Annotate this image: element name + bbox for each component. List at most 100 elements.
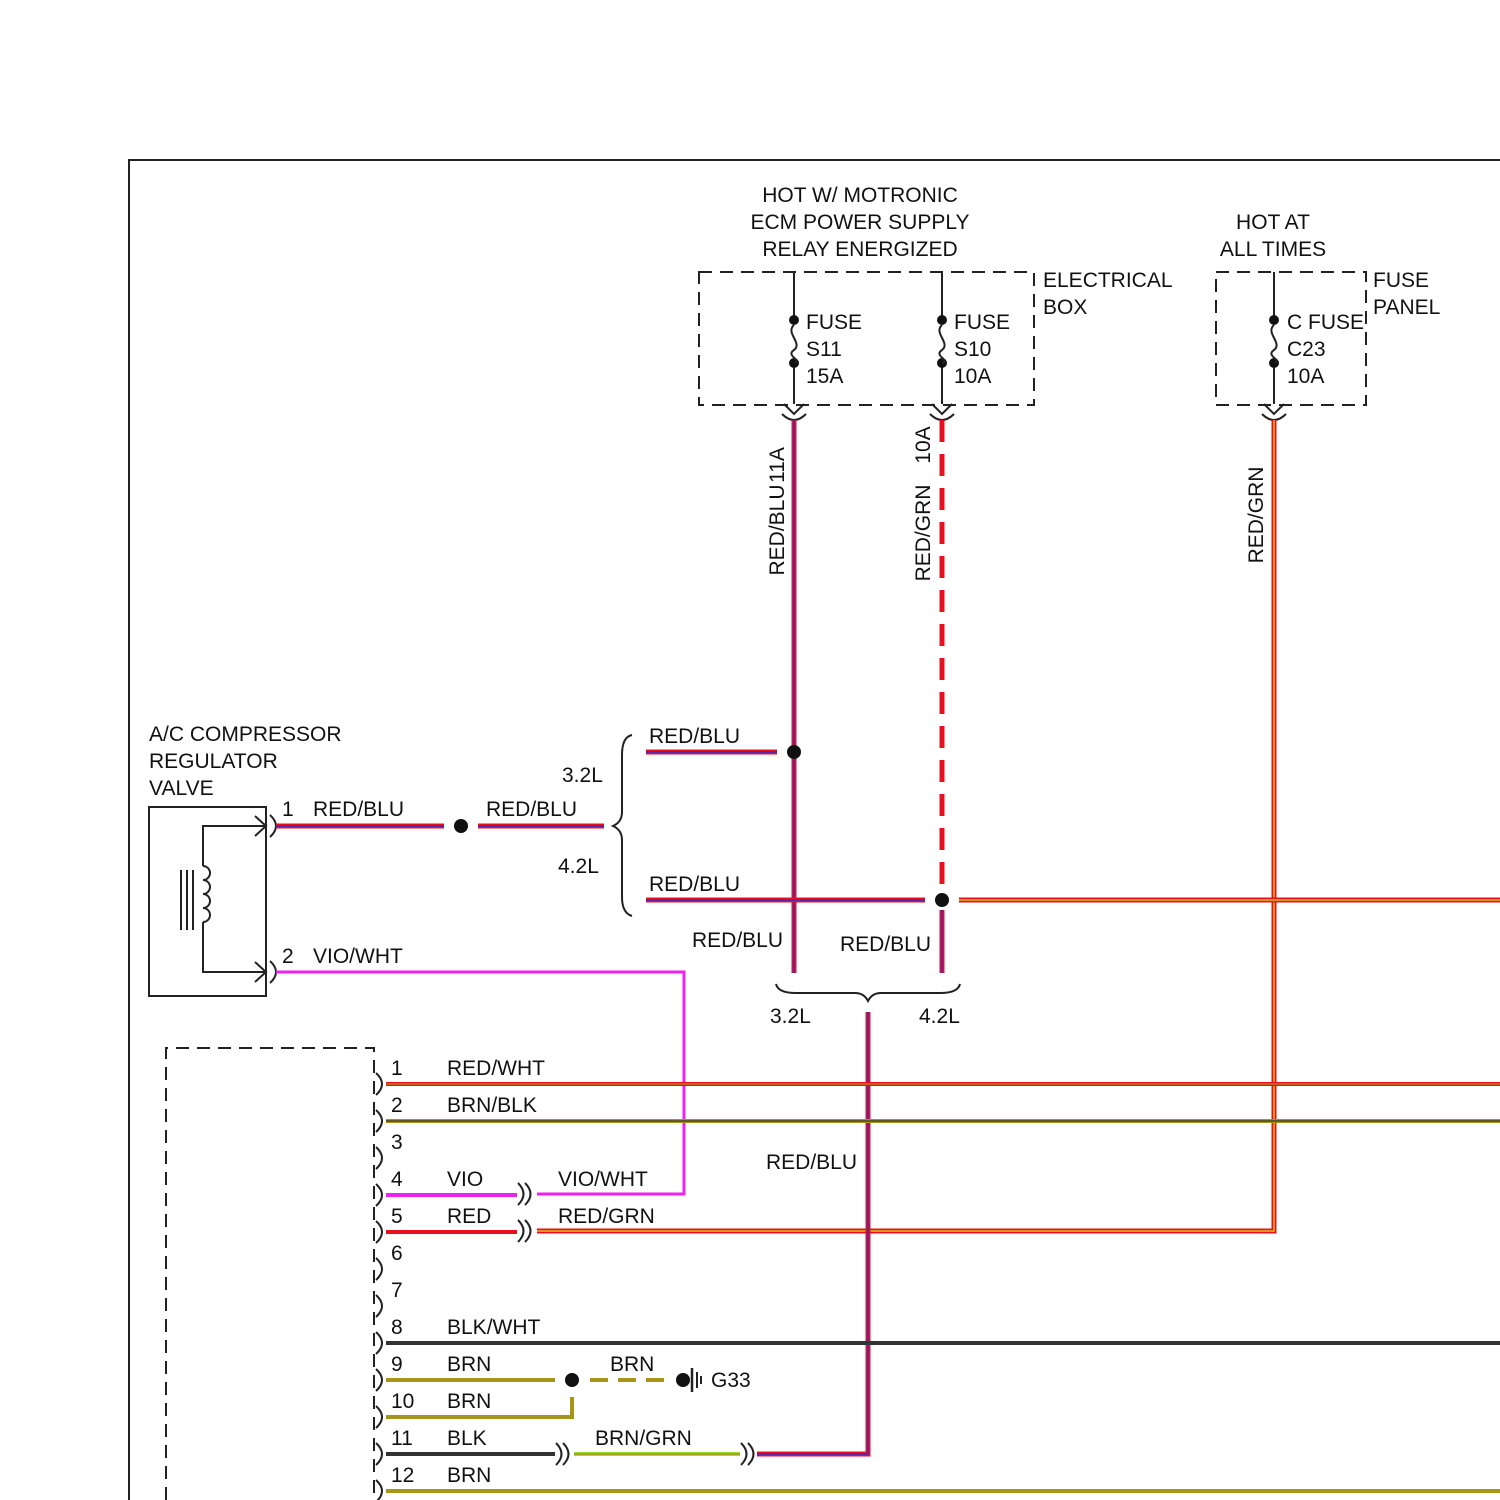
- svg-text:HOT AT: HOT AT: [1236, 211, 1310, 234]
- svg-text:RED/GRN: RED/GRN: [912, 485, 935, 582]
- connector-pin-2-number: 2: [391, 1094, 403, 1117]
- wire-down-42-label: RED/BLU: [840, 933, 931, 956]
- solenoid-coil-icon: [181, 816, 266, 982]
- connector-pin-1-receptacle: [376, 1073, 382, 1095]
- fuse-s11-label: FUSE S11 15A: [806, 311, 862, 388]
- connector-pin-1-number: 1: [391, 1057, 403, 1080]
- connector-pin-9-receptacle: [376, 1369, 382, 1391]
- ground-icon: [692, 1368, 701, 1392]
- pin1-number: 1: [282, 798, 294, 821]
- wire-s10-label: RED/GRN: [912, 485, 935, 582]
- svg-text:VALVE: VALVE: [149, 777, 214, 800]
- inline-connector-pin5: [518, 1220, 531, 1242]
- connector-pin-3-receptacle: [376, 1147, 382, 1169]
- terminal-10a-label: 10A: [912, 426, 935, 463]
- regulator-valve-body: [149, 807, 266, 996]
- connector-pin-2-color: BRN/BLK: [447, 1094, 537, 1117]
- svg-text:S11: S11: [806, 338, 842, 361]
- svg-text:RELAY ENERGIZED: RELAY ENERGIZED: [762, 238, 957, 261]
- connector-pin-9-number: 9: [391, 1353, 403, 1376]
- connector-pin-8-number: 8: [391, 1316, 403, 1339]
- connector-pin-4-color: VIO: [447, 1168, 483, 1191]
- connector-pin-4-far-color: VIO/WHT: [558, 1168, 648, 1191]
- connector-pin-7-number: 7: [391, 1279, 403, 1302]
- fuse-s10: [932, 272, 952, 414]
- variant-32-bottom-label: 3.2L: [770, 1005, 811, 1028]
- wire-c23-label: RED/GRN: [1245, 467, 1268, 564]
- variant-brace-bottom: [776, 984, 960, 1001]
- connector-pin-4-number: 4: [391, 1168, 403, 1191]
- svg-text:HOT W/ MOTRONIC: HOT W/ MOTRONIC: [762, 184, 958, 207]
- variant-42-bottom-label: 4.2L: [919, 1005, 960, 1028]
- terminal-11a-label: 11A: [766, 447, 789, 483]
- connector-pin-11-color: BLK: [447, 1427, 487, 1450]
- connector-pin-5-receptacle: [376, 1221, 382, 1243]
- fuse-c23-label: C FUSE C23 10A: [1287, 311, 1364, 388]
- variant-brace-left: [613, 735, 632, 916]
- ground-label: G33: [711, 1369, 751, 1392]
- pin1-receptacle: [270, 815, 276, 837]
- connector-pin-5-number: 5: [391, 1205, 403, 1228]
- fuse-s11: [784, 272, 804, 414]
- inline-connector-pin4: [518, 1183, 531, 1205]
- svg-text:C23: C23: [1287, 338, 1326, 361]
- supply-motronic-caption: HOT W/ MOTRONIC ECM POWER SUPPLY RELAY E…: [751, 184, 970, 261]
- svg-text:RED/BLU: RED/BLU: [766, 484, 789, 575]
- svg-text:ECM POWER SUPPLY: ECM POWER SUPPLY: [751, 211, 970, 234]
- wire-pin11: [386, 1443, 754, 1465]
- connector-pin-9-color: BRN: [447, 1353, 491, 1376]
- variant-42-label: 4.2L: [558, 855, 599, 878]
- svg-text:15A: 15A: [806, 365, 843, 388]
- supply-always-caption: HOT AT ALL TIMES: [1220, 211, 1326, 261]
- diagram-frame: [129, 160, 1500, 1500]
- connector-pin-6-receptacle: [376, 1258, 382, 1280]
- connector-outline: [166, 1048, 374, 1500]
- connector-pin-9-far-color: BRN: [610, 1353, 654, 1376]
- svg-text:ALL TIMES: ALL TIMES: [1220, 238, 1326, 261]
- wire-valve-pin1-label-a: RED/BLU: [313, 798, 404, 821]
- svg-text:ELECTRICAL: ELECTRICAL: [1043, 269, 1173, 292]
- pin2-receptacle: [270, 961, 276, 983]
- svg-text:10A: 10A: [954, 365, 991, 388]
- svg-text:PANEL: PANEL: [1373, 296, 1440, 319]
- connector-pin-11-number: 11: [391, 1427, 413, 1450]
- wire-branch-42-label: RED/BLU: [649, 873, 740, 896]
- connector-pin-6-number: 6: [391, 1242, 403, 1265]
- svg-text:10A: 10A: [1287, 365, 1324, 388]
- wire-down-32-label: RED/BLU: [692, 929, 783, 952]
- wire-s11-label: RED/BLU: [766, 484, 789, 575]
- connector-pin-8-color: BLK/WHT: [447, 1316, 541, 1339]
- svg-text:S10: S10: [954, 338, 991, 361]
- svg-text:11A: 11A: [766, 447, 789, 483]
- connector-pin-10-color: BRN: [447, 1390, 491, 1413]
- connector-pin-8-receptacle: [376, 1332, 382, 1354]
- connector-pin-10-number: 10: [391, 1390, 414, 1413]
- wire-pin9-10-splice: [386, 1373, 690, 1417]
- connector-pin-2-receptacle: [376, 1110, 382, 1132]
- component-label: A/C COMPRESSOR REGULATOR VALVE: [149, 723, 342, 800]
- svg-text:A/C COMPRESSOR: A/C COMPRESSOR: [149, 723, 342, 746]
- svg-text:FUSE: FUSE: [954, 311, 1010, 334]
- svg-text:FUSE: FUSE: [806, 311, 862, 334]
- pin2-number: 2: [282, 945, 294, 968]
- fuse-panel-label: FUSE PANEL: [1373, 269, 1440, 319]
- svg-text:C FUSE: C FUSE: [1287, 311, 1364, 334]
- connector-pin-5-far-color: RED/GRN: [558, 1205, 655, 1228]
- electrical-box-label: ELECTRICAL BOX: [1043, 269, 1173, 319]
- variant-32-label: 3.2L: [562, 764, 603, 787]
- connector-pin-11-receptacle: [376, 1443, 382, 1465]
- svg-text:REGULATOR: REGULATOR: [149, 750, 278, 773]
- fuse-c23: [1264, 272, 1284, 414]
- connector-pin-4-receptacle: [376, 1184, 382, 1206]
- svg-text:RED/GRN: RED/GRN: [1245, 467, 1268, 564]
- wire-center-label: RED/BLU: [766, 1151, 857, 1174]
- connector-pin-11-far-color: BRN/GRN: [595, 1427, 692, 1450]
- svg-text:FUSE: FUSE: [1373, 269, 1429, 292]
- wire-valve-pin1-label-b: RED/BLU: [486, 798, 577, 821]
- connector-pin-12-receptacle: [376, 1480, 382, 1500]
- wire-valve-pin2-label: VIO/WHT: [313, 945, 403, 968]
- fuse-s10-label: FUSE S10 10A: [954, 311, 1010, 388]
- wire-c23-red-grn: [537, 420, 1274, 1231]
